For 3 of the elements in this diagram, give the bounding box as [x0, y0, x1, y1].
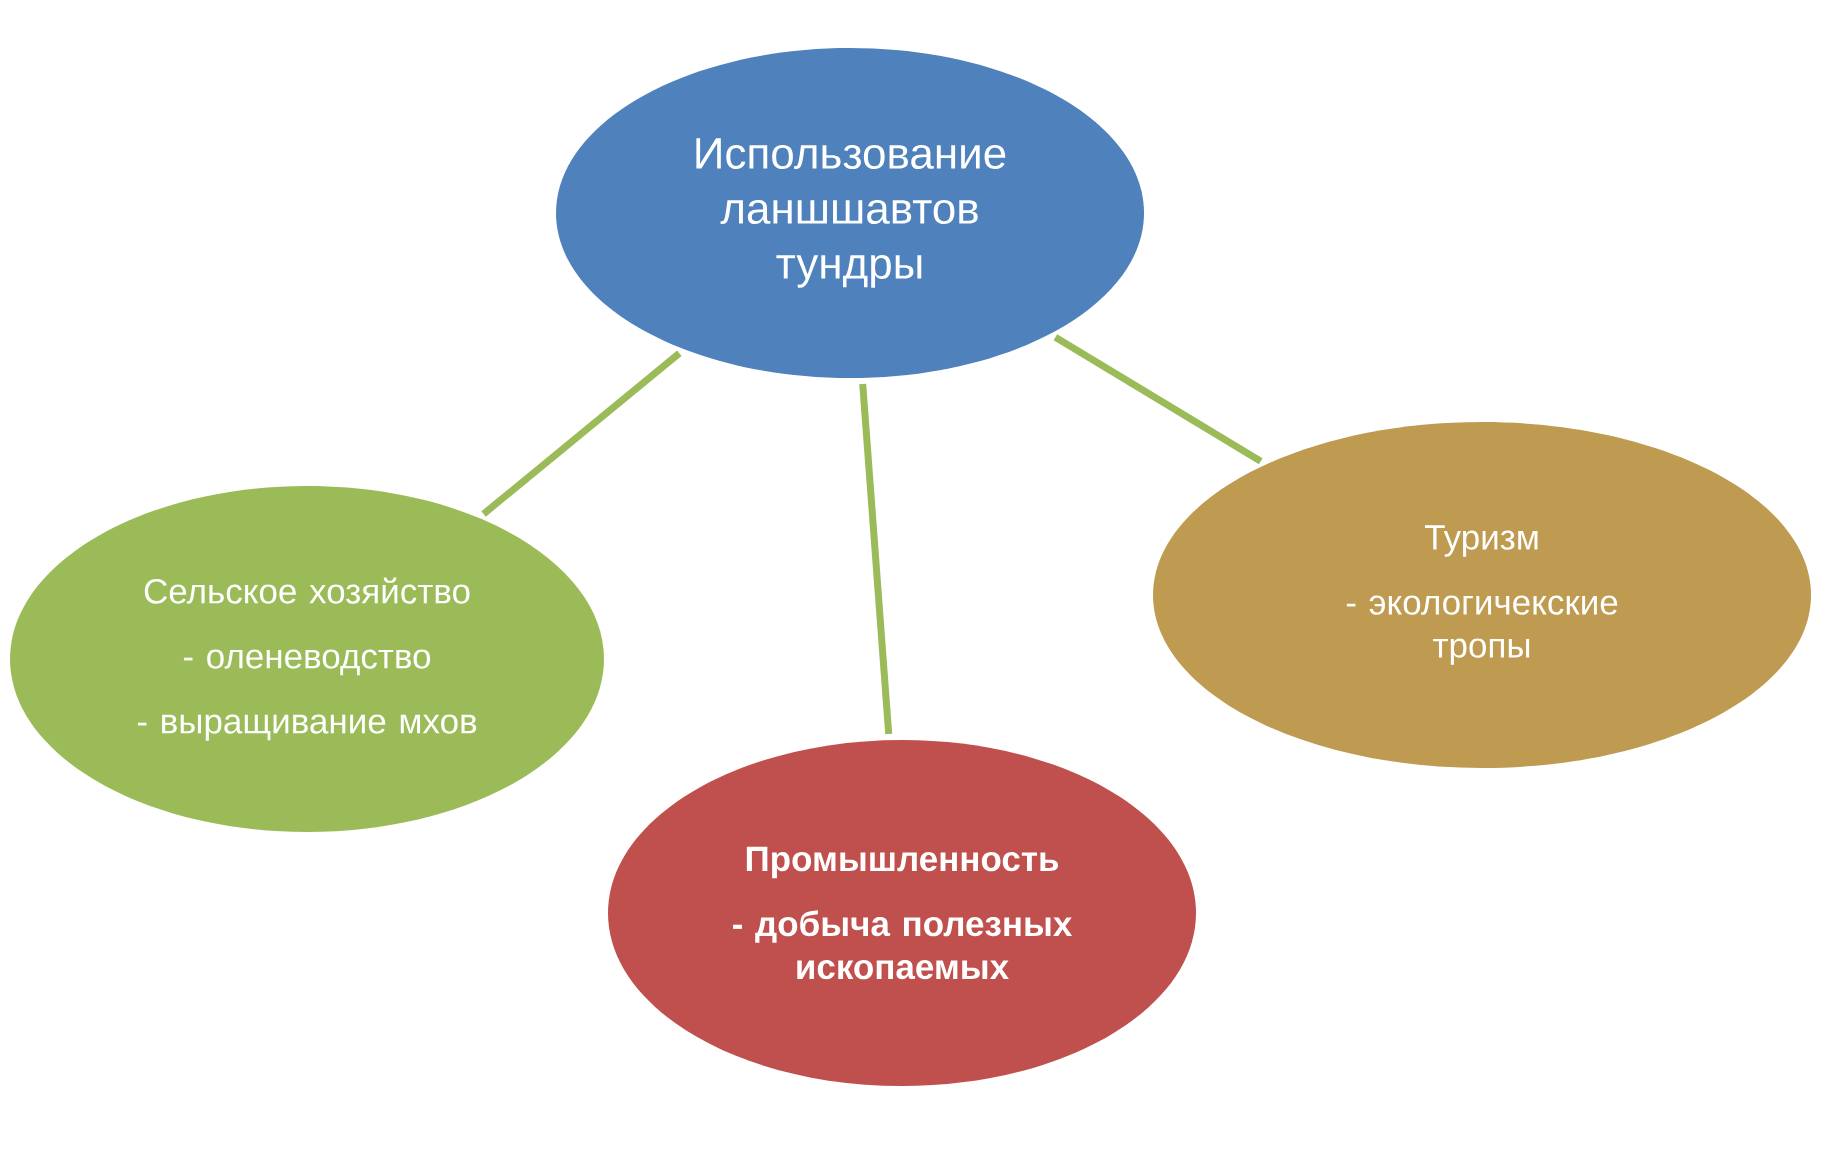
connector-line: [859, 383, 893, 735]
connector-line: [481, 350, 682, 517]
connector-line: [1053, 334, 1263, 465]
